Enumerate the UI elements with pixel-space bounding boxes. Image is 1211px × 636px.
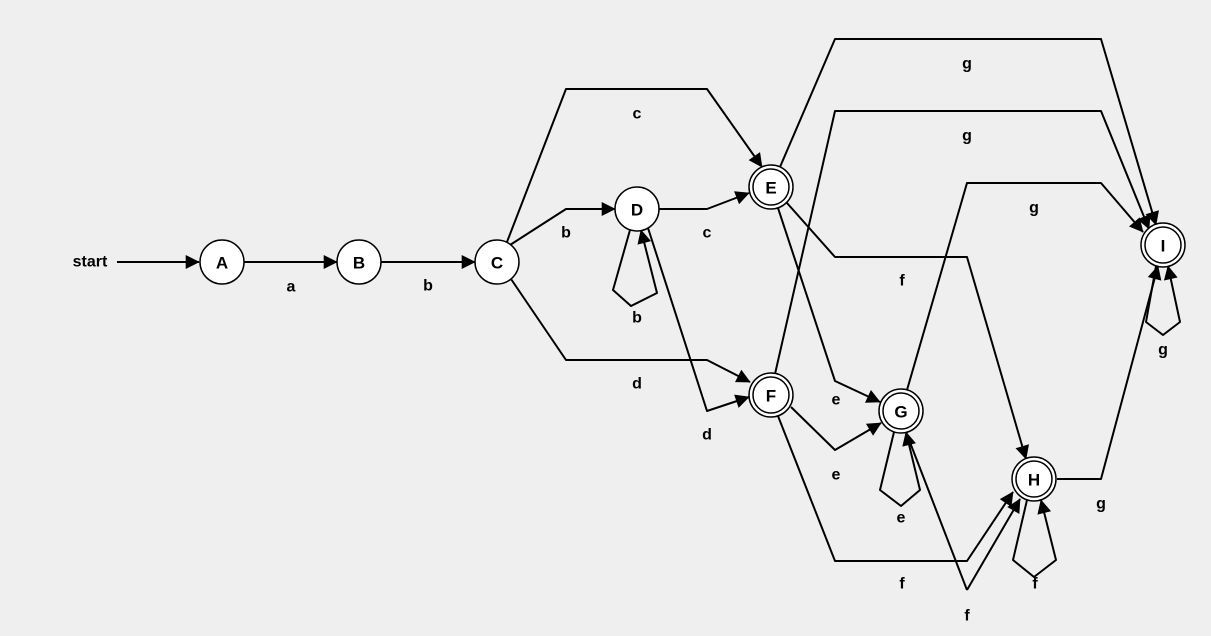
state-circle — [1011, 456, 1057, 502]
state-circle — [878, 388, 924, 434]
accepting-ring — [752, 168, 790, 206]
states-layer: A B C D E F G H I — [199, 164, 1186, 502]
transition-label-e-h: f — [899, 273, 905, 290]
transition-e-to-g — [777, 207, 881, 403]
transition-label-f-i: g — [962, 128, 972, 145]
accepting-ring — [1144, 226, 1182, 264]
state-circle — [336, 239, 382, 285]
transition-c-to-e — [506, 88, 763, 243]
transition-c-to-d — [509, 202, 616, 246]
transition-label-d-e: c — [703, 225, 712, 242]
state-a[interactable]: A — [199, 239, 245, 285]
transition-label-d-d: b — [632, 310, 642, 327]
transition-label-g-i: g — [1029, 200, 1039, 217]
accepting-ring — [882, 392, 920, 430]
state-circle — [1140, 222, 1186, 268]
transition-label-b-c: b — [423, 278, 433, 295]
transition-label-a-b: a — [287, 279, 296, 296]
state-e[interactable]: E — [748, 164, 794, 210]
transition-g-to-i — [906, 182, 1144, 391]
transition-i-to-i — [1145, 265, 1181, 336]
transition-e-to-i — [779, 38, 1159, 226]
state-label: A — [216, 254, 228, 273]
transition-f-to-g — [790, 406, 882, 451]
transition-d-to-f — [647, 227, 750, 412]
state-label: B — [353, 254, 365, 273]
transition-g-to-g — [879, 431, 921, 507]
transition-e-to-h — [786, 202, 1029, 460]
transition-h-to-i — [1057, 265, 1162, 480]
state-circle — [748, 164, 794, 210]
transition-label-i-i: g — [1158, 342, 1168, 359]
transition-h-to-h — [1012, 499, 1057, 578]
transition-label-c-f: d — [632, 376, 642, 393]
state-label: H — [1028, 471, 1040, 490]
state-circle — [748, 372, 794, 418]
transition-f-to-i — [774, 110, 1151, 375]
state-label: F — [766, 387, 776, 406]
state-label: E — [765, 179, 776, 198]
state-i[interactable]: I — [1140, 222, 1186, 268]
state-circle — [199, 239, 245, 285]
state-label: I — [1161, 237, 1166, 256]
start-label: start — [73, 254, 108, 271]
state-d[interactable]: D — [614, 186, 660, 232]
state-circle — [614, 186, 660, 232]
transition-label-h-h: f — [1032, 576, 1038, 593]
state-circle — [474, 239, 520, 285]
transition-g-to-h — [966, 498, 1021, 591]
edge-labels-layer: start a b b c d b c d g f e g e f g e f f g g — [73, 56, 1168, 625]
accepting-ring — [752, 376, 790, 414]
state-b[interactable]: B — [336, 239, 382, 285]
transition-label-f-h: f — [899, 576, 905, 593]
state-c[interactable]: C — [474, 239, 520, 285]
transitions-layer — [117, 38, 1181, 591]
transition-label-g-g: e — [897, 510, 906, 527]
state-h[interactable]: H — [1011, 456, 1057, 502]
state-label: D — [631, 201, 643, 220]
transition-label-e-i: g — [962, 56, 972, 73]
transition-c-to-f — [510, 278, 751, 383]
transition-label-c-e: c — [633, 106, 642, 123]
transition-label-c-d: b — [561, 225, 571, 242]
transition-d-to-d — [612, 229, 658, 307]
transition-label-d-f: d — [702, 427, 712, 444]
transition-label-g-h: f — [964, 608, 970, 625]
transition-label-h-i: g — [1096, 496, 1106, 513]
transition-label-f-g: e — [832, 467, 841, 484]
transition-d-to-e — [659, 191, 750, 210]
state-f[interactable]: F — [748, 372, 794, 418]
state-g[interactable]: G — [878, 388, 924, 434]
accepting-ring — [1015, 460, 1053, 498]
transition-f-to-h — [777, 415, 1014, 562]
state-label: G — [894, 403, 907, 422]
state-label: C — [491, 254, 503, 273]
transition-edge-segment — [905, 431, 968, 591]
transition-label-e-g: e — [832, 392, 841, 409]
